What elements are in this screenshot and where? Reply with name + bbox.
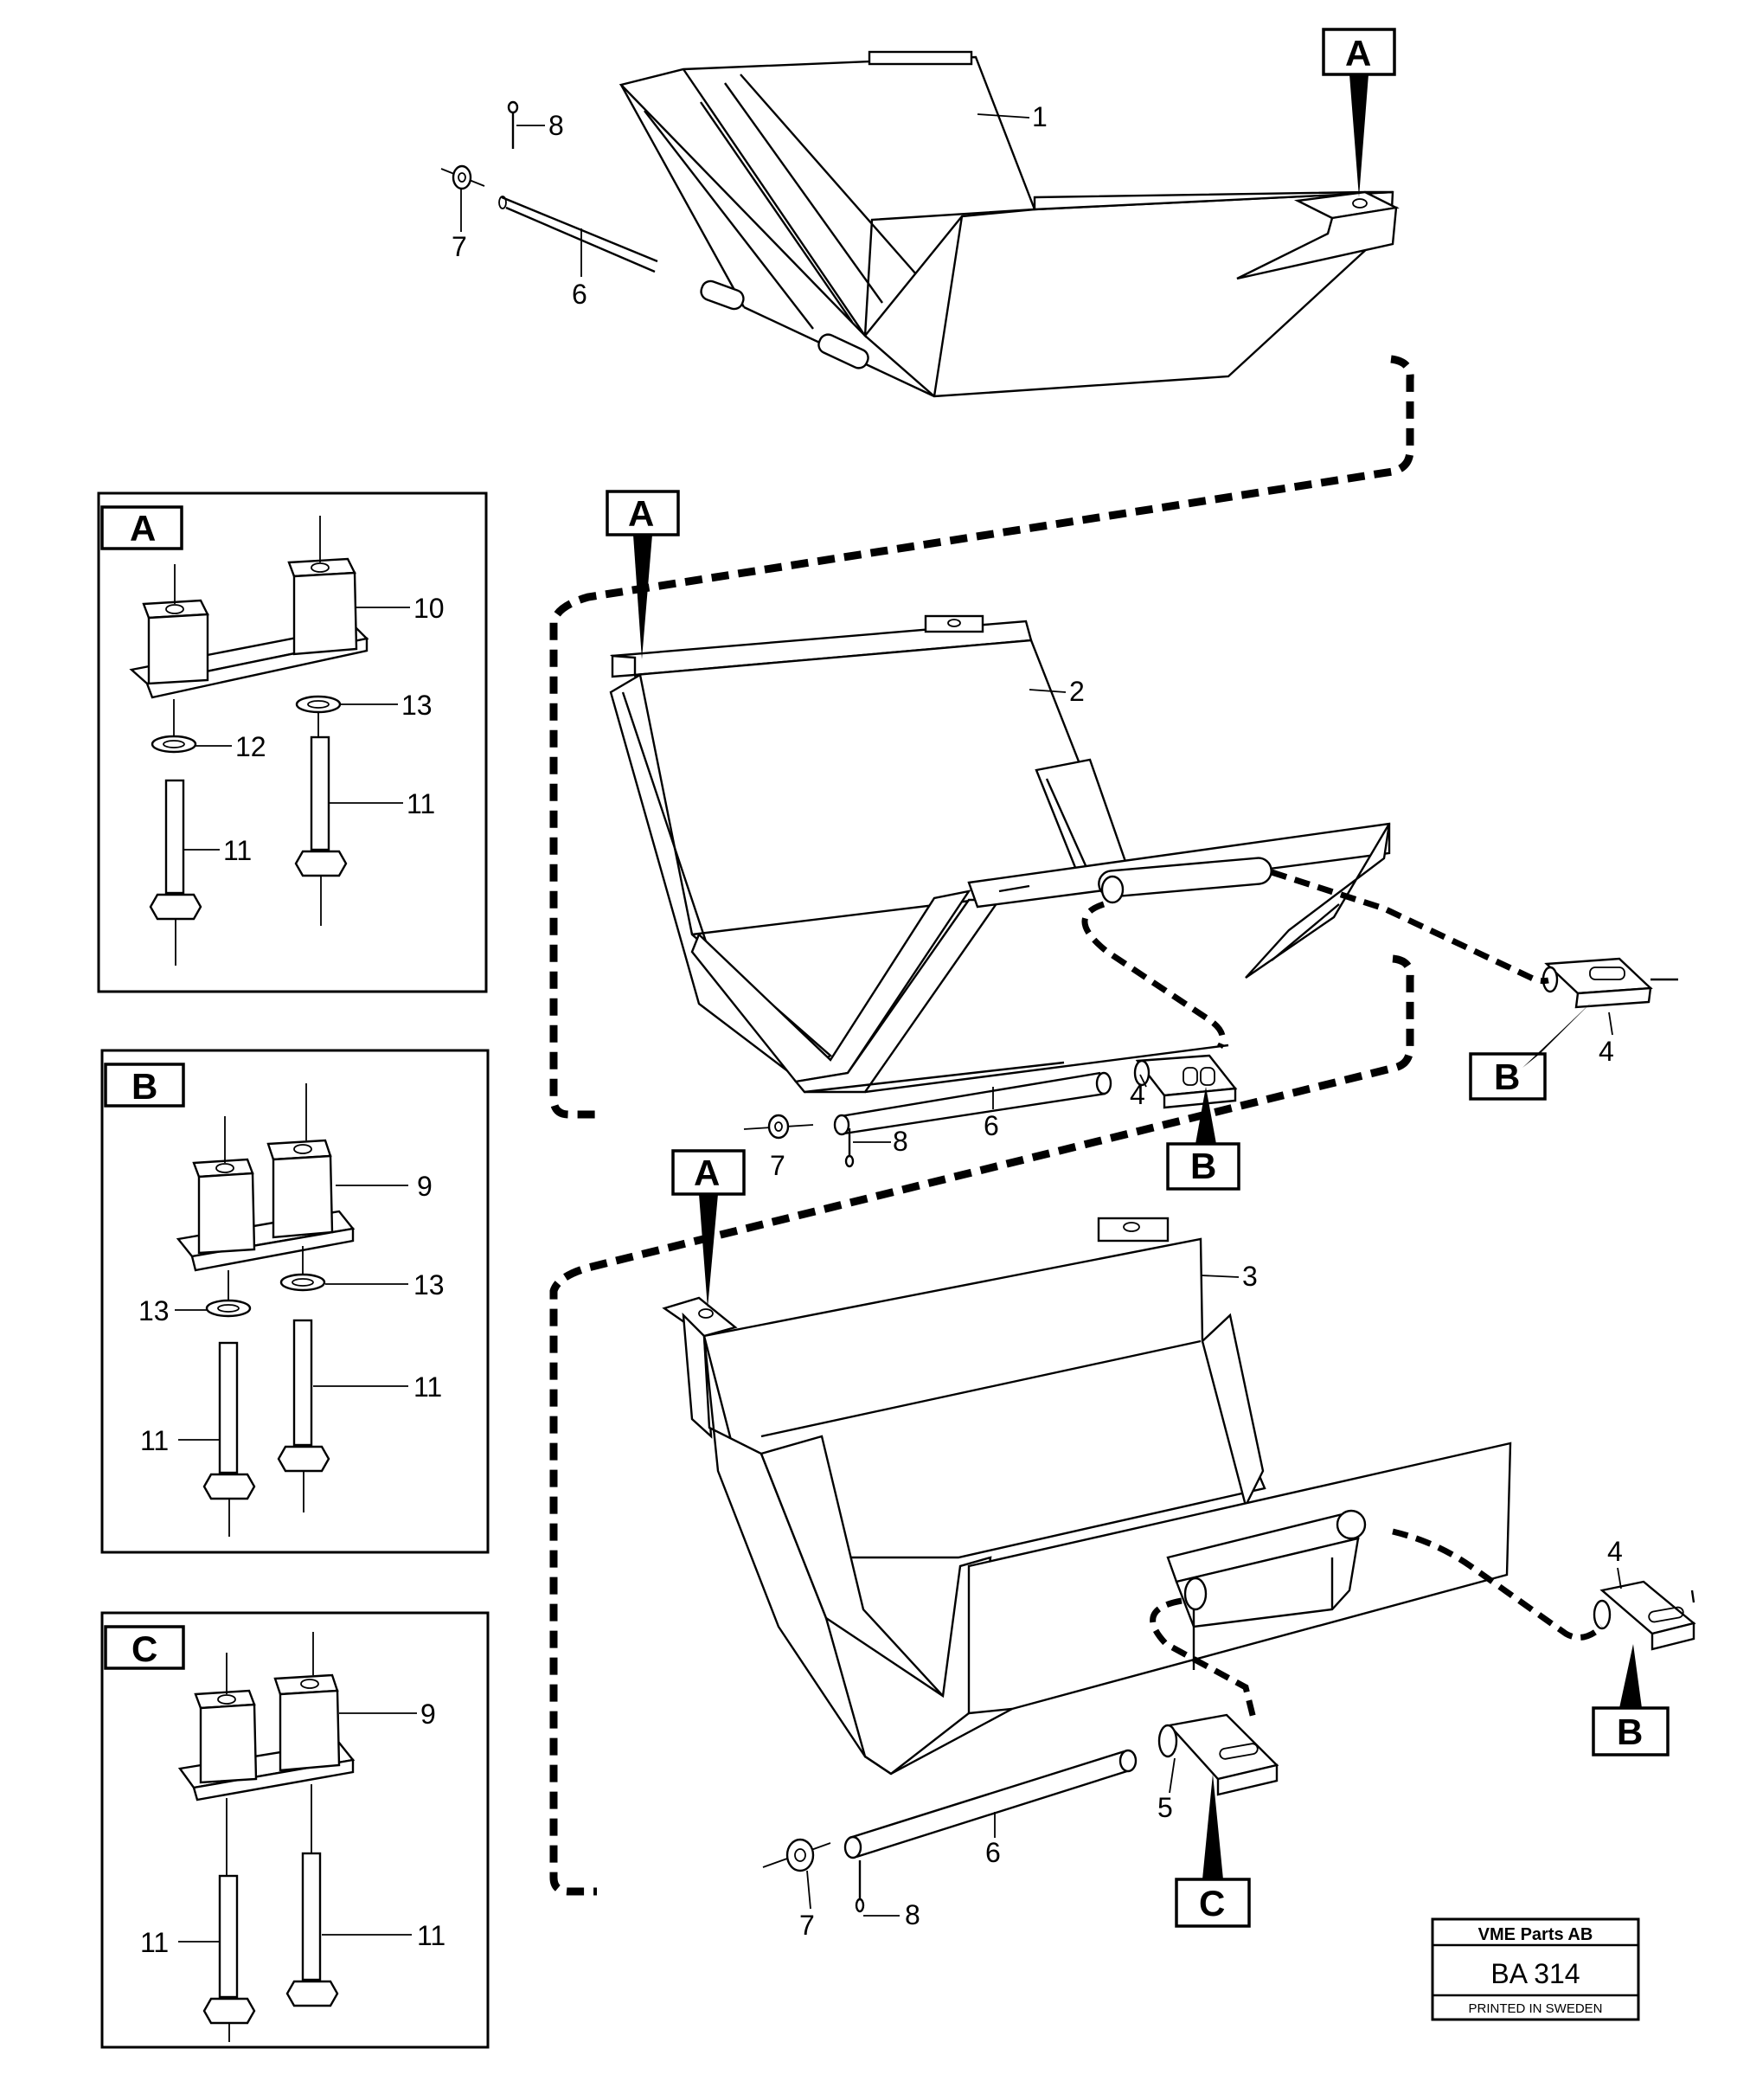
view-marker-b-middle [1166, 1087, 1240, 1191]
callout-11-b-left: 11 [140, 1425, 169, 1456]
callout-8-middle: 8 [893, 1126, 908, 1157]
view-marker-b-right [1469, 1002, 1592, 1101]
view-marker-b-bottom [1592, 1644, 1670, 1756]
callout-8-top: 8 [548, 110, 564, 141]
pin-rod-6-top [498, 196, 658, 273]
callout-4-bottom: 4 [1607, 1536, 1623, 1567]
view-label-a-top: A [1345, 33, 1371, 74]
view-label-a-bottom: A [694, 1153, 720, 1193]
bucket-part-2 [609, 614, 1391, 1094]
callout-6-bottom: 6 [985, 1837, 1001, 1868]
callout-12: 12 [235, 731, 266, 762]
view-marker-a-bottom [671, 1149, 746, 1308]
mounting-plate-4-bottom [1593, 1580, 1696, 1651]
pin-rod-6-bottom [843, 1749, 1138, 1859]
callout-11-a-left: 11 [223, 835, 252, 866]
washer-7-top [440, 164, 485, 190]
hinge-tube-bottom [1166, 1509, 1367, 1670]
callout-13-b-left: 13 [138, 1295, 170, 1326]
hinge-tube-middle [1098, 857, 1272, 904]
washer-7-middle [743, 1114, 814, 1140]
split-pin-8-top [507, 100, 545, 149]
detail-panel-c [100, 1611, 490, 2049]
view-label-b-middle: B [1190, 1146, 1216, 1186]
stamp-company: VME Parts AB [1478, 1925, 1593, 1944]
view-marker-a-top [1322, 28, 1396, 197]
detail-c-title: C [131, 1628, 157, 1669]
detail-panel-a [97, 491, 488, 993]
document-stamp [1431, 1917, 1640, 2021]
callout-6-top: 6 [572, 279, 587, 310]
callout-11-b-right: 11 [413, 1371, 442, 1403]
callout-11-c-left: 11 [140, 1927, 169, 1958]
pin-rod-6-middle [833, 1071, 1112, 1136]
detail-panel-b [100, 1049, 490, 1554]
callout-9-b: 9 [417, 1171, 433, 1202]
split-pin-8-bottom [855, 1860, 900, 1917]
mounting-plate-4-middle [1133, 1054, 1238, 1109]
callout-13-a: 13 [401, 690, 433, 721]
callout-6-middle: 6 [984, 1110, 999, 1141]
view-label-c-bottom: C [1199, 1883, 1225, 1923]
view-label-a-middle: A [628, 493, 654, 534]
callout-7-bottom: 7 [799, 1910, 815, 1941]
callout-3: 3 [1242, 1261, 1258, 1292]
callout-9-c: 9 [420, 1699, 436, 1730]
callout-13-b-right: 13 [413, 1269, 445, 1300]
callout-5: 5 [1157, 1792, 1173, 1823]
callout-4-middle: 4 [1130, 1079, 1145, 1110]
washer-7-bottom [762, 1838, 831, 1872]
callout-7-top: 7 [452, 231, 467, 262]
split-pin-8-middle [844, 1128, 891, 1168]
hinge-tube [700, 279, 869, 369]
callout-11-c-right: 11 [417, 1920, 445, 1951]
bucket-part-1 [619, 50, 1400, 398]
view-marker-c-bottom [1175, 1774, 1251, 1928]
stamp-printed: PRINTED IN SWEDEN [1468, 2001, 1602, 2016]
view-label-b-bottom: B [1617, 1711, 1643, 1752]
view-marker-a-middle [606, 490, 680, 659]
stamp-code: BA 314 [1490, 1958, 1580, 1989]
view-label-b-right: B [1494, 1056, 1520, 1097]
callout-10: 10 [413, 593, 445, 624]
callout-7-middle: 7 [770, 1150, 785, 1181]
callout-2: 2 [1069, 676, 1085, 707]
detail-a-title: A [130, 508, 156, 549]
callout-11-a-right: 11 [407, 788, 435, 819]
mounting-plate-4-right [1542, 957, 1678, 1009]
callout-1: 1 [1032, 101, 1048, 132]
callout-8-bottom: 8 [905, 1899, 920, 1930]
detail-b-title: B [131, 1066, 157, 1107]
callout-4-right: 4 [1599, 1036, 1614, 1067]
bucket-part-3 [662, 1217, 1512, 1776]
mounting-plate-5-bottom [1157, 1713, 1279, 1796]
